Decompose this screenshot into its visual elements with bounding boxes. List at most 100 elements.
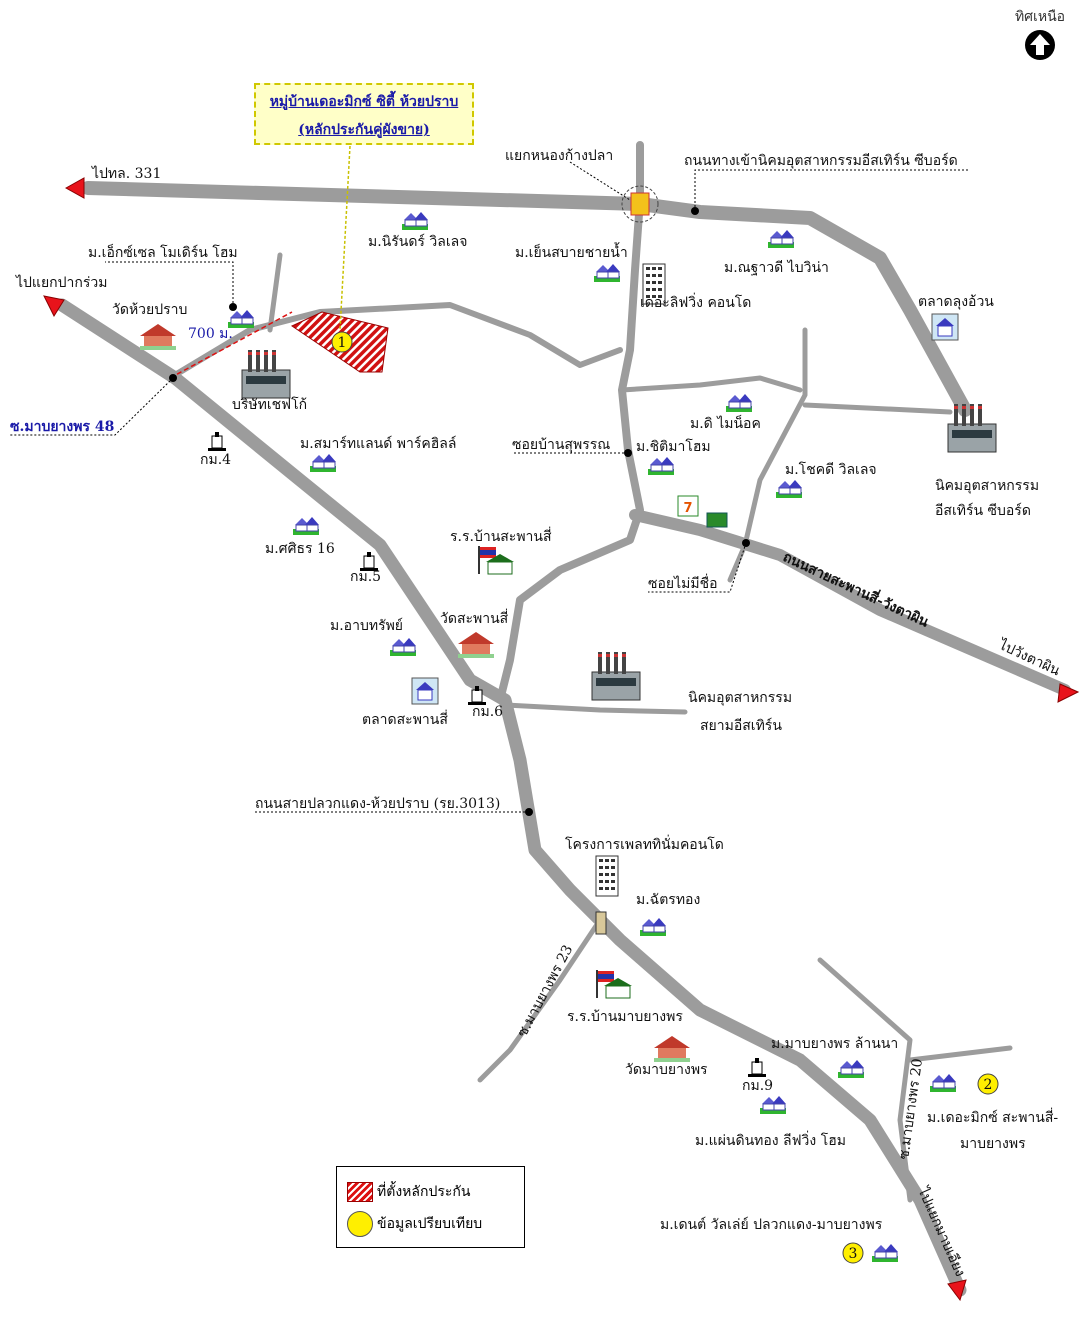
label-road-3013: ถนนสายปลวกแดง-ห้วยปราบ (รย.3013) [255,796,500,812]
label-sasithorn: ม.ศศิธร 16 [265,541,335,557]
house-icon [227,309,255,329]
arrow-northwest-icon [43,295,65,318]
legend-label-collateral: ที่ตั้งหลักประกัน [377,1184,471,1200]
callout-title: หมู่บ้านเดอะมิกซ์ ซิตี้ ห้วยปราบ [269,94,459,110]
label-to-pakruam: ไปแยกปากร่วม [15,274,107,291]
legend-item-collateral: ที่ตั้งหลักประกัน [347,1181,470,1203]
house-icon [292,516,320,536]
comparison-swatch-icon [347,1211,373,1237]
factory-icon [947,403,997,453]
market-icon [411,677,439,705]
label-chatawadee: ม.ณฐาวดี ไบวิน่า [724,259,829,276]
marker-2-label: 2 [984,1077,993,1093]
junction-circle [621,185,659,223]
house-icon [767,229,795,249]
school-icon [595,969,633,999]
road-huaiprab [167,302,623,381]
house-icon [593,263,621,283]
callout-subtitle: (หลักประกันคู่ผังขาย) [298,122,430,138]
convenience-store-icon [677,495,699,517]
road-331 [81,181,972,417]
label-excel: ม.เอ็กซ์เซล โมเดิร์น โฮม [88,243,238,261]
label-arbsap: ม.อาบทรัพย์ [330,617,403,634]
house-icon [647,456,675,476]
house-icon [837,1059,865,1079]
label-soi-48: ซ.มาบยางพร 48 [10,419,114,435]
label-the-minoc: ม.ดิ ไมน็อค [690,414,761,432]
temple-icon [654,1036,690,1062]
road-end-arrows [43,177,1080,1302]
label-km6: กม.6 [472,704,503,720]
label-themix-sapansi-2: มาบยางพร [960,1136,1026,1152]
road-junction-south [496,141,644,704]
label-eastern-ie-2: อีสเทิร์น ซีบอร์ด [935,502,1031,519]
condo-icon [595,855,619,897]
map-legend: ที่ตั้งหลักประกัน ข้อมูลเปรียบเทียบ [336,1166,525,1248]
north-label: ทิศเหนือ [1014,9,1066,25]
factory-icon [241,349,291,399]
arrow-southeast-icon [947,1279,967,1302]
house-icon [309,453,337,473]
label-chattong: ม.ฉัตรทอง [636,892,700,908]
label-smartland: ม.สมาร์ทแลนด์ พาร์คฮิลล์ [300,435,456,452]
temple-icon [140,324,176,350]
marker-1 [331,331,353,353]
house-icon [725,393,753,413]
collateral-swatch-icon [347,1182,373,1202]
label-soi-ban-suphan: ซอยบ้านสุพรรณ [512,437,610,453]
label-wat-sapansi: วัดสะพานสี่ [440,609,509,627]
legend-label-comparison: ข้อมูลเปรียบเทียบ [377,1216,483,1232]
svg-text:7: 7 [683,501,692,516]
legend-item-comparison: ข้อมูลเปรียบเทียบ [347,1211,482,1237]
label-soi-no-name: ซอยไม่มีชื่อ [648,574,718,592]
label-wat-huaiprab: วัดห้วยปราบ [112,302,187,318]
marker-3 [842,1242,864,1264]
road-3013 [55,298,967,1297]
factory-icon [591,651,641,701]
marker-1-label: 1 [338,335,347,351]
label-km5: กม.5 [350,569,381,585]
label-to-rayong: ไปแยกมาบเอียง [914,1184,969,1279]
label-km9: กม.9 [742,1078,773,1094]
arrow-east-icon [1057,683,1080,703]
house-icon [389,637,417,657]
label-siam-ie: นิคมอุตสาหกรรม [688,690,792,706]
label-niran: ม.นิรันดร์ วิลเลจ [368,233,467,250]
label-road-sapansi: ถนนสายสะพานสี่-วังตาผิน [780,546,932,630]
north-indicator: ทิศเหนือ [1000,6,1080,66]
marker-3-label: 3 [849,1246,858,1262]
house-icon [401,211,429,231]
road-sapansi-wangtaphin [629,509,1071,696]
label-dent: ม.เดนต์ วัลเล่ย์ ปลวกแดง-มาบยางพร [660,1216,883,1233]
traffic-signal-icon [595,911,607,935]
label-soi-23: ซ.มาบยางพร 23 [514,942,576,1039]
north-arrow-icon [1025,30,1055,60]
label-junction: แยกหนองก้างปลา [505,148,613,164]
road-network [55,141,1071,1297]
label-school-mabyangporn: ร.ร.บ้านมาบยางพร [567,1009,683,1025]
label-to-331: ไปทล. 331 [91,165,161,182]
label-eastern-ie: นิคมอุตสาหกรรม [935,478,1039,494]
label-company: บริษัทเชฟโก้ [232,396,307,413]
house-icon [759,1095,787,1115]
house-icon [871,1243,899,1263]
distance-line [169,311,293,379]
house-icon [639,917,667,937]
traffic-light-icon [630,192,650,216]
km-post-icon [207,431,227,452]
label-themix-sapansi: ม.เดอะมิกซ์ สะพานสี่- [927,1108,1058,1126]
label-pandin: ม.แผ่นดินทอง ลีฟวิ่ง โฮม [695,1131,846,1149]
house-icon [775,479,803,499]
label-road-eastern-seaboard: ถนนทางเข้านิคมอุตสาหกรรมอีสเทิร์น ซีบอร์… [684,152,958,169]
km-post-icon [747,1057,767,1078]
collateral-callout: หมู่บ้านเดอะมิกซ์ ซิตี้ ห้วยปราบ (หลักปร… [254,83,474,145]
label-living-condo: เดอะลิฟวิ่ง คอนโด [640,293,751,311]
market-icon [931,313,959,341]
school-icon [477,545,515,575]
distance-label: 700 ม. [188,326,233,342]
label-km4: กม.4 [200,452,231,468]
temple-icon [458,632,494,658]
bank-icon [706,512,728,528]
house-icon [929,1073,957,1093]
